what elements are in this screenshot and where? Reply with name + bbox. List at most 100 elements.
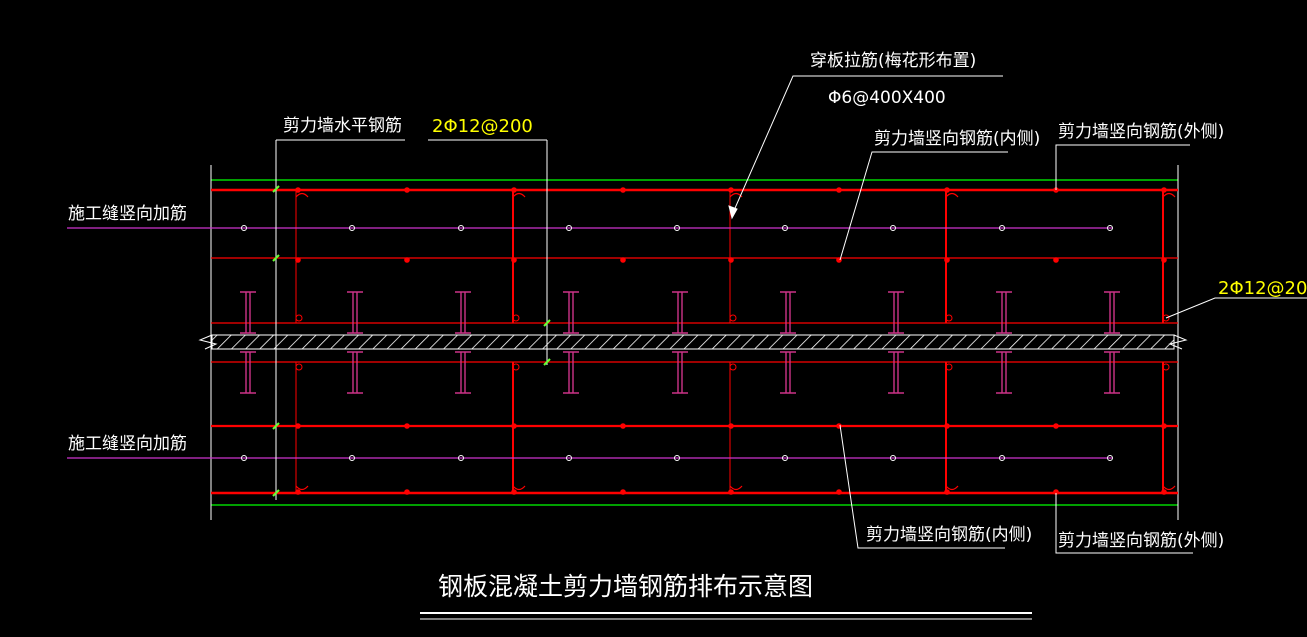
- joint-bar-mark: [890, 225, 896, 231]
- joint-bar-mark: [674, 455, 680, 461]
- steel-stud: [240, 351, 256, 394]
- stirrup-hook: [512, 192, 526, 198]
- rebar-dot: [511, 489, 517, 495]
- tie-mark: [272, 185, 280, 193]
- steel-stud: [996, 351, 1012, 394]
- rebar-dot: [295, 257, 301, 263]
- steel-stud: [563, 351, 579, 394]
- stirrup-end: [1162, 314, 1170, 322]
- joint-bar-mark: [458, 225, 464, 231]
- steel-stud: [672, 291, 688, 334]
- label-through-tie-spec: Φ6@400X400: [828, 88, 946, 108]
- vertical-inner-bottom-leader: [839, 424, 1005, 549]
- rebar-dot: [728, 257, 734, 263]
- rebar-dot: [1053, 489, 1059, 495]
- stirrup-hook: [512, 485, 526, 491]
- stirrup-end: [512, 314, 520, 322]
- tie-mark: [272, 422, 280, 430]
- rebar-dot: [1053, 423, 1059, 429]
- joint-bar-mark: [999, 225, 1005, 231]
- vertical-outer-top-leader: [1055, 144, 1190, 190]
- joint-bar-mark: [241, 225, 247, 231]
- vertical-inner-top-leader: [839, 151, 1008, 261]
- joint-bar-mark: [458, 455, 464, 461]
- rebar-dot: [404, 187, 410, 193]
- rebar-dot: [404, 423, 410, 429]
- steel-stud: [455, 351, 471, 394]
- steel-stud: [672, 351, 688, 394]
- stirrup-end: [729, 314, 737, 322]
- rebar-dot: [404, 257, 410, 263]
- joint-bar-mark: [566, 455, 572, 461]
- stirrup-hook: [729, 192, 743, 198]
- rebar-dot: [1161, 257, 1167, 263]
- rebar-dot: [295, 187, 301, 193]
- rebar-dot: [1161, 423, 1167, 429]
- label-vertical-outer-top: 剪力墙竖向钢筋(外侧): [1058, 122, 1224, 142]
- rebar-dot: [511, 423, 517, 429]
- rebar-dot: [620, 423, 626, 429]
- rebar-dot: [404, 489, 410, 495]
- steel-stud: [240, 291, 256, 334]
- steel-stud: [780, 291, 796, 334]
- steel-stud: [1104, 291, 1120, 334]
- stirrup-end: [945, 314, 953, 322]
- stirrup-hook: [1162, 192, 1176, 198]
- stirrup-hook: [945, 485, 959, 491]
- steel-stud: [563, 291, 579, 334]
- joint-bar-mark: [1107, 225, 1113, 231]
- stirrup-hook: [1162, 485, 1176, 491]
- rebar-dot: [728, 187, 734, 193]
- rebar-dot: [620, 257, 626, 263]
- joint-bar-mark: [349, 455, 355, 461]
- steel-stud: [780, 351, 796, 394]
- joint-bar-mark: [241, 455, 247, 461]
- stirrup-end: [1162, 363, 1170, 371]
- steel-plate-band: [211, 334, 1175, 350]
- label-bar-spec-right: 2Φ12@200: [1218, 278, 1307, 299]
- stirrup-hook: [729, 485, 743, 491]
- label-vertical-inner-bottom: 剪力墙竖向钢筋(内侧): [866, 525, 1032, 545]
- tie-mark: [272, 254, 280, 262]
- label-vertical-inner-top: 剪力墙竖向钢筋(内侧): [874, 129, 1040, 149]
- stirrup-end: [512, 363, 520, 371]
- steel-stud: [347, 291, 363, 334]
- tie-mark: [543, 319, 551, 327]
- rebar-dot: [1161, 489, 1167, 495]
- tie-mark: [543, 358, 551, 366]
- through-tie-arrow: [728, 205, 738, 220]
- rebar-dot: [836, 187, 842, 193]
- through-tie-leader: [731, 75, 1003, 216]
- rebar-dot: [728, 423, 734, 429]
- joint-bar-mark: [782, 225, 788, 231]
- break-mark-left: [198, 334, 218, 350]
- label-bar-spec-top: 2Φ12@200: [432, 116, 533, 137]
- joint-bar-mark: [1107, 455, 1113, 461]
- joint-bar-mark: [782, 455, 788, 461]
- stirrup-end: [945, 363, 953, 371]
- stirrup-end: [295, 314, 303, 322]
- steel-stud: [455, 291, 471, 334]
- rebar-dot: [1161, 187, 1167, 193]
- vertical-outer-bottom-leader: [1055, 493, 1193, 554]
- bar-spec-right-leader: [1165, 297, 1307, 319]
- tie-mark: [272, 489, 280, 497]
- diagram-title: 钢板混凝土剪力墙钢筋排布示意图: [438, 572, 813, 601]
- rebar-dot: [295, 423, 301, 429]
- stirrup-hook: [295, 485, 309, 491]
- rebar-dot: [620, 489, 626, 495]
- label-through-tie: 穿板拉筋(梅花形布置): [810, 51, 976, 71]
- stirrup-hook: [945, 192, 959, 198]
- rebar-dot: [728, 489, 734, 495]
- steel-stud: [1104, 351, 1120, 394]
- label-joint-bar-top: 施工缝竖向加筋: [68, 204, 187, 224]
- joint-bar-mark: [999, 455, 1005, 461]
- leader-lines: [276, 75, 1307, 554]
- stirrup-end: [295, 363, 303, 371]
- rebar-dot: [944, 257, 950, 263]
- rebar-dot: [1053, 257, 1059, 263]
- stirrup-end: [729, 363, 737, 371]
- label-joint-bar-bottom: 施工缝竖向加筋: [68, 434, 187, 454]
- rebar-dot: [836, 489, 842, 495]
- rebar-dot: [836, 423, 842, 429]
